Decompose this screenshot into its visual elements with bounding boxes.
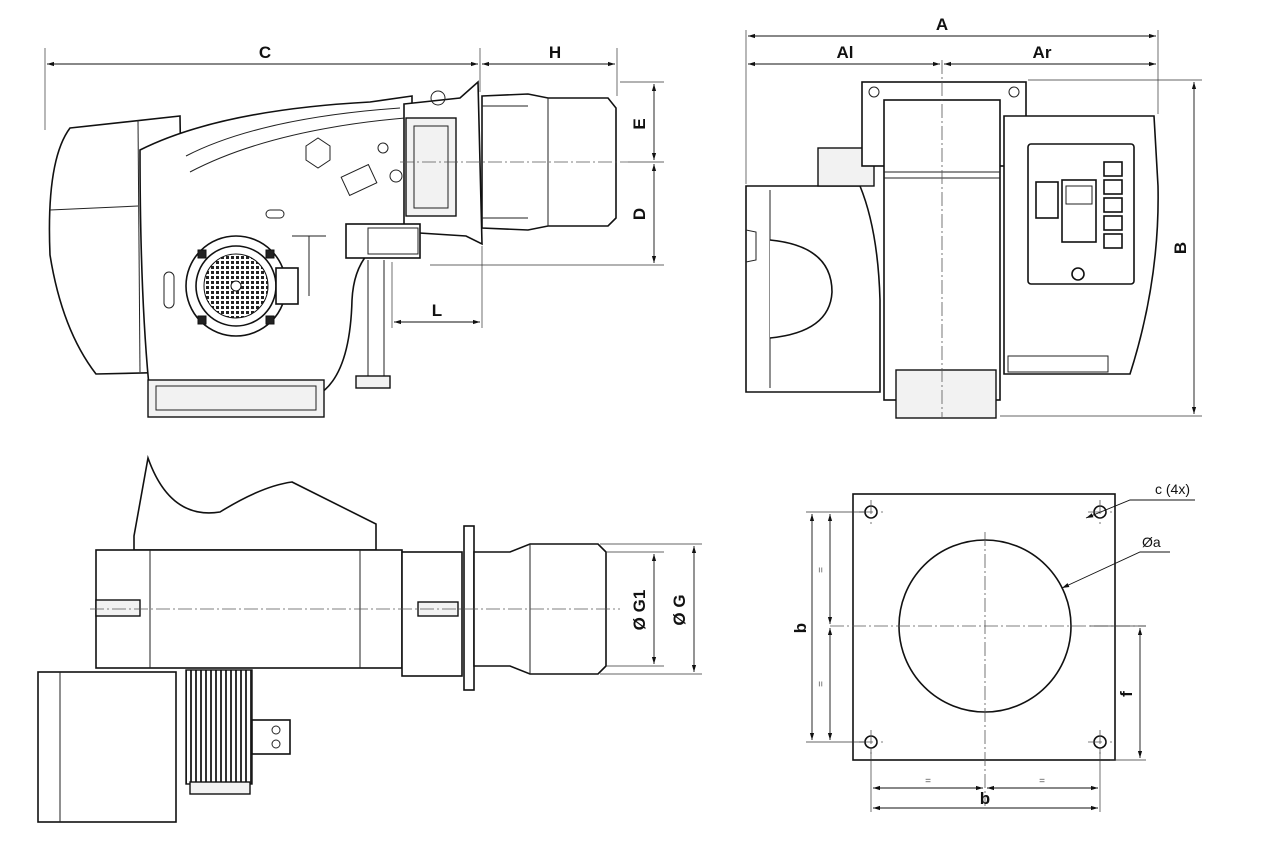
- label-b-vertical: b: [791, 623, 810, 633]
- lower-bracket: [345, 223, 421, 259]
- flange-view: c (4x) Øa b = = = = b f: [791, 481, 1195, 812]
- top-air-box: [37, 671, 177, 823]
- eq-mark-top: =: [816, 567, 827, 573]
- eq-mark-left: =: [925, 776, 931, 787]
- label-L: L: [432, 301, 442, 320]
- top-motor-terminal-box: [251, 719, 291, 755]
- label-Ar: Ar: [1033, 43, 1052, 62]
- label-H: H: [549, 43, 561, 62]
- label-G: Ø G: [670, 594, 689, 625]
- label-E: E: [630, 118, 649, 129]
- label-B: B: [1171, 242, 1190, 254]
- label-Al: Al: [837, 43, 854, 62]
- panel-indicator: [1071, 267, 1085, 281]
- eq-mark-right: =: [1039, 776, 1045, 787]
- panel-switch-1: [1103, 161, 1123, 177]
- top-view: Ø G1 Ø G: [37, 454, 702, 823]
- label-f: f: [1117, 691, 1136, 697]
- panel-switch-2: [1103, 179, 1123, 195]
- label-A: A: [936, 15, 948, 34]
- leader-c: [1085, 499, 1195, 519]
- panel-switch-3: [1103, 197, 1123, 213]
- top-mounting-flange: [463, 525, 475, 691]
- label-a: Øa: [1142, 534, 1161, 550]
- front-bottom-outlet: [895, 369, 997, 419]
- label-C: C: [259, 43, 271, 62]
- panel-switch-5: [1103, 233, 1123, 249]
- display-module: [1035, 181, 1059, 219]
- side-view: C H E D L: [44, 43, 664, 418]
- front-view: A Al Ar B: [745, 15, 1202, 419]
- label-c: c (4x): [1155, 481, 1190, 497]
- label-G1: Ø G1: [630, 590, 649, 631]
- top-housing-silhouette: [133, 454, 377, 551]
- leader-a: [1061, 551, 1170, 589]
- label-D: D: [630, 208, 649, 220]
- eq-mark-bottom: =: [816, 681, 827, 687]
- top-motor: [185, 669, 253, 785]
- label-b-horizontal: b: [980, 789, 990, 808]
- burner-controller: [1061, 179, 1097, 243]
- panel-switch-4: [1103, 215, 1123, 231]
- terminal-box: [275, 267, 299, 305]
